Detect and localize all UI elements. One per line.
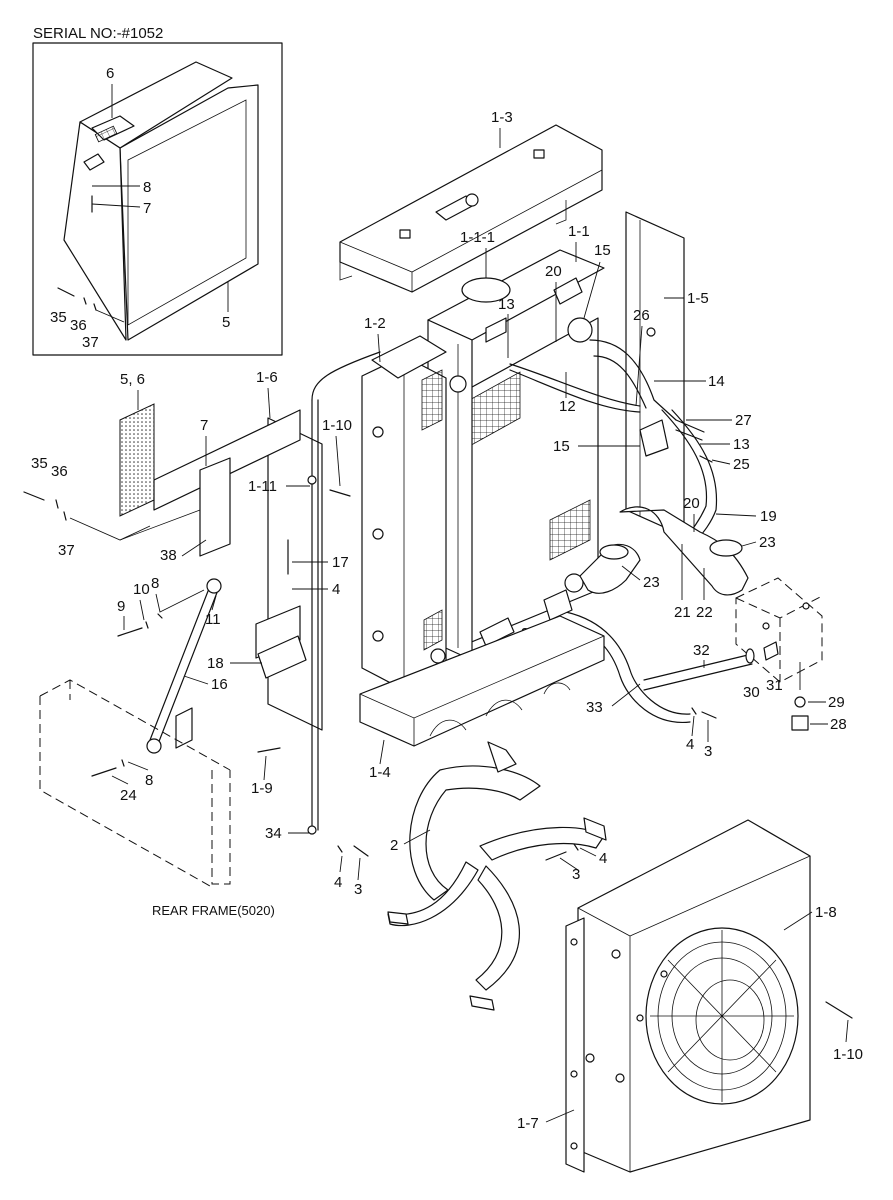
rear-frame — [39, 679, 231, 887]
rear-frame-note: REAR FRAME(5020) — [152, 903, 275, 918]
label-35b: 35 — [31, 455, 48, 472]
label-8: 8 — [143, 179, 151, 196]
label-5-6: 5, 6 — [120, 371, 145, 388]
label-35: 35 — [50, 309, 67, 326]
label-4d: 4 — [599, 850, 607, 867]
hoses — [509, 339, 753, 723]
label-3c: 3 — [572, 866, 580, 883]
label-36: 36 — [70, 317, 87, 334]
serial-note: SERIAL NO:-#1052 — [33, 25, 163, 42]
label-23b: 23 — [643, 574, 660, 591]
label-1-3: 1-3 — [491, 109, 513, 126]
label-19: 19 — [760, 508, 777, 525]
label-26: 26 — [633, 307, 650, 324]
inset-frame — [32, 42, 283, 356]
label-32: 32 — [693, 642, 710, 659]
label-3a: 3 — [704, 743, 712, 760]
fan-guard — [387, 741, 607, 1011]
label-20b: 20 — [683, 495, 700, 512]
label-9: 9 — [117, 598, 125, 615]
label-37: 37 — [82, 334, 99, 351]
label-1-1: 1-1 — [568, 223, 590, 240]
label-21: 21 — [674, 604, 691, 621]
label-1-5: 1-5 — [687, 290, 709, 307]
label-8c: 8 — [145, 772, 153, 789]
label-24: 24 — [120, 787, 137, 804]
label-1-9: 1-9 — [251, 780, 273, 797]
label-4a: 4 — [332, 581, 340, 598]
label-1-7: 1-7 — [517, 1115, 539, 1132]
oil-cooler — [361, 335, 467, 691]
label-28: 28 — [830, 716, 847, 733]
label-15: 15 — [594, 242, 611, 259]
label-15b: 15 — [553, 438, 570, 455]
label-8b: 8 — [151, 575, 159, 592]
fan-wire-guard — [636, 927, 799, 1105]
label-1-4: 1-4 — [369, 764, 391, 781]
label-33: 33 — [586, 699, 603, 716]
label-1-11: 1-11 — [248, 478, 277, 495]
label-5: 5 — [222, 314, 230, 331]
shroud-cover — [63, 61, 259, 341]
top-cover — [339, 124, 603, 293]
label-1-10a: 1-10 — [322, 417, 352, 434]
label-4b: 4 — [686, 736, 694, 753]
label-2: 2 — [390, 837, 398, 854]
label-18: 18 — [207, 655, 224, 672]
label-1-1-1: 1-1-1 — [460, 229, 495, 246]
label-27: 27 — [735, 412, 752, 429]
label-3b: 3 — [354, 881, 362, 898]
left-side-plate — [255, 351, 381, 835]
label-16: 16 — [211, 676, 228, 693]
label-7b: 7 — [200, 417, 208, 434]
label-29: 29 — [828, 694, 845, 711]
label-30b: 30 — [743, 684, 760, 701]
left-shroud-pieces — [119, 403, 301, 557]
label-1-10b: 1-10 — [833, 1046, 863, 1063]
label-12: 12 — [559, 398, 576, 415]
label-1-2: 1-2 — [364, 315, 386, 332]
label-6: 6 — [106, 65, 114, 82]
label-25: 25 — [733, 456, 750, 473]
stay-rod-assembly — [146, 578, 222, 754]
label-38: 38 — [160, 547, 177, 564]
label-23: 23 — [759, 534, 776, 551]
label-37b: 37 — [58, 542, 75, 559]
bottom-tray — [359, 615, 605, 747]
label-17: 17 — [332, 554, 349, 571]
label-31: 31 — [766, 677, 783, 694]
label-34: 34 — [265, 825, 282, 842]
serial-inset: SERIAL NO:-#1052 6 8 7 5 35 36 37 — [32, 25, 283, 356]
label-4c: 4 — [334, 874, 342, 891]
fan-shroud — [565, 819, 811, 1173]
label-22: 22 — [696, 604, 713, 621]
radiator-core — [427, 249, 605, 661]
label-1-8: 1-8 — [815, 904, 837, 921]
label-13b: 13 — [733, 436, 750, 453]
label-11: 11 — [205, 611, 221, 628]
label-1-6: 1-6 — [256, 369, 278, 386]
label-10: 10 — [133, 581, 150, 598]
side-bracket-right — [625, 211, 685, 537]
label-20: 20 — [545, 263, 562, 280]
label-7: 7 — [143, 200, 151, 217]
reservoir-tank — [735, 577, 823, 731]
label-36b: 36 — [51, 463, 68, 480]
label-13: 13 — [498, 296, 515, 313]
label-14: 14 — [708, 373, 725, 390]
